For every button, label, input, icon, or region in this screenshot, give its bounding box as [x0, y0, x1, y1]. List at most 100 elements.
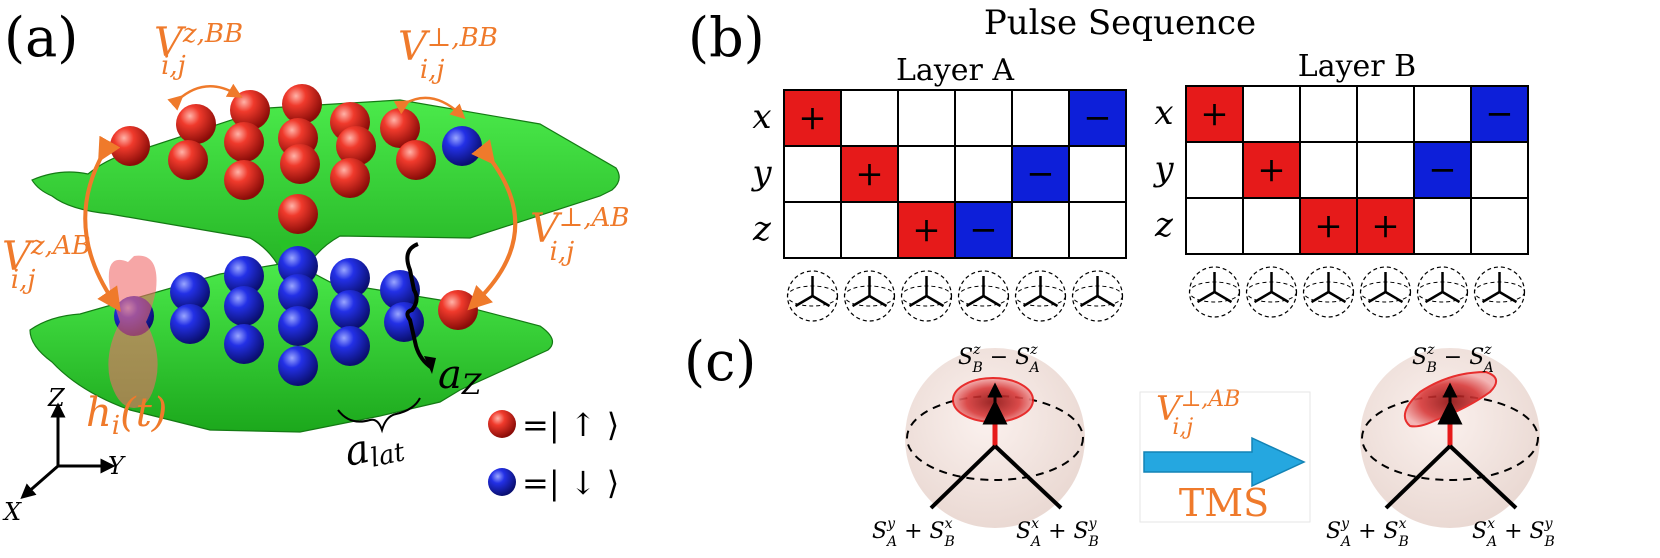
mini-bloch-sphere: [1245, 266, 1298, 318]
pulse-sign: +: [1314, 206, 1343, 246]
spin-up-sphere: [438, 290, 478, 330]
coupling-arrow-vz-bb: [167, 83, 243, 111]
mini-bloch-sphere: [1359, 266, 1412, 318]
pulse-cell: [1011, 89, 1070, 147]
legend-down-label: =| ↓ ⟩: [522, 464, 619, 502]
spin-down-sphere: [278, 306, 318, 346]
spin-down-sphere: [278, 346, 318, 386]
panel-a-label: (a): [4, 6, 78, 69]
mini-bloch-sphere: [786, 270, 839, 322]
bloch-sphere-before: [905, 348, 1085, 528]
spin-down-sphere: [278, 274, 318, 314]
pulse-cell: [954, 89, 1013, 147]
legend-down-sphere: [488, 468, 516, 496]
pulse-grid-layer-a: Layer Ax+−y+−z+−: [750, 53, 1127, 322]
pulse-cell: [897, 89, 956, 147]
pulse-cell: [1299, 85, 1358, 143]
coupling-arrow-vz-ab: [83, 135, 121, 312]
pulse-cell: [1299, 141, 1358, 199]
spin-up-sphere: [224, 122, 264, 162]
coupling-arrow-vperp-ab: [467, 139, 518, 311]
mini-bloch-sphere: [1302, 266, 1355, 318]
pulse-sign: −: [1026, 154, 1055, 194]
pulse-cell: [1242, 141, 1301, 199]
axis-z-label: Z: [47, 384, 66, 412]
pulse-grid-layer-b: Layer Bx+−y+−z++: [1152, 49, 1529, 318]
spin-up-sphere: [330, 158, 370, 198]
mini-bloch-sphere: [1416, 266, 1469, 318]
spin-down-sphere: [442, 126, 482, 166]
spin-up-sphere: [336, 126, 376, 166]
layer-title: Layer B: [1298, 49, 1416, 84]
upper-spheres: [110, 84, 482, 234]
spin-down-sphere: [224, 324, 264, 364]
pulse-sign: −: [1083, 98, 1112, 138]
axis-left: [1384, 444, 1452, 510]
spin-up-sphere: [278, 194, 318, 234]
alat-label: alat: [341, 419, 409, 479]
spin-up-sphere: [168, 140, 208, 180]
local-field-label: hi(t): [86, 390, 167, 441]
az-label: aZ: [438, 352, 482, 401]
axis-left: [929, 444, 997, 510]
az-arrowhead: [424, 356, 436, 374]
panel-c-label: (c): [684, 330, 756, 393]
spin-up-sphere: [110, 126, 150, 166]
pulse-sign: +: [1200, 94, 1229, 134]
pulse-cell: [1356, 85, 1415, 143]
spin-down-sphere: [384, 302, 424, 342]
mini-bloch-sphere: [1014, 270, 1067, 322]
legend-up-label: =| ↑ ⟩: [522, 406, 619, 444]
pulse-cell: [1242, 197, 1301, 255]
row-label: z: [752, 209, 772, 249]
mini-bloch-sphere: [1188, 266, 1241, 318]
spin-down-sphere: [224, 286, 264, 326]
pulse-sign: +: [1257, 150, 1286, 190]
spin-down-sphere: [330, 290, 370, 330]
panel-b-label: (b): [688, 6, 765, 69]
row-label: x: [1154, 93, 1173, 133]
panel-b: (b) Pulse Sequence Layer Ax+−y+−z+−Layer…: [688, 3, 1529, 322]
spin-down-sphere: [330, 326, 370, 366]
spin-up-sphere: [176, 104, 216, 144]
pulse-cell: [1068, 201, 1127, 259]
spin-down-sphere: [278, 246, 318, 286]
layer-title: Layer A: [896, 53, 1014, 88]
pulse-cell: [1185, 197, 1244, 255]
axis-right: [1448, 444, 1518, 510]
mini-bloch-sphere: [900, 270, 953, 322]
pulse-cell: [1413, 197, 1472, 255]
pulse-cell: [783, 89, 842, 147]
az-bracket: [405, 242, 434, 370]
pulse-cell: [1470, 197, 1529, 255]
mini-bloch-sphere: [957, 270, 1010, 322]
bloch-sphere-after: [1360, 348, 1540, 528]
row-label: y: [1152, 149, 1174, 189]
pulse-cell: [783, 145, 842, 203]
tms-caption: TMS: [1179, 481, 1269, 525]
mini-bloch-sphere: [843, 270, 896, 322]
pulse-cell: [1185, 141, 1244, 199]
pulse-cell: [1356, 141, 1415, 199]
row-label: x: [752, 97, 771, 137]
axis-y-label: Y: [108, 452, 126, 480]
tms-arrow: [1143, 436, 1306, 488]
pulse-cell: [840, 201, 899, 259]
row-label: z: [1154, 205, 1174, 245]
pulse-cell: [897, 201, 956, 259]
spin-up-sphere: [396, 140, 436, 180]
pulse-cell: [840, 89, 899, 147]
pulse-cell: [1011, 145, 1070, 203]
